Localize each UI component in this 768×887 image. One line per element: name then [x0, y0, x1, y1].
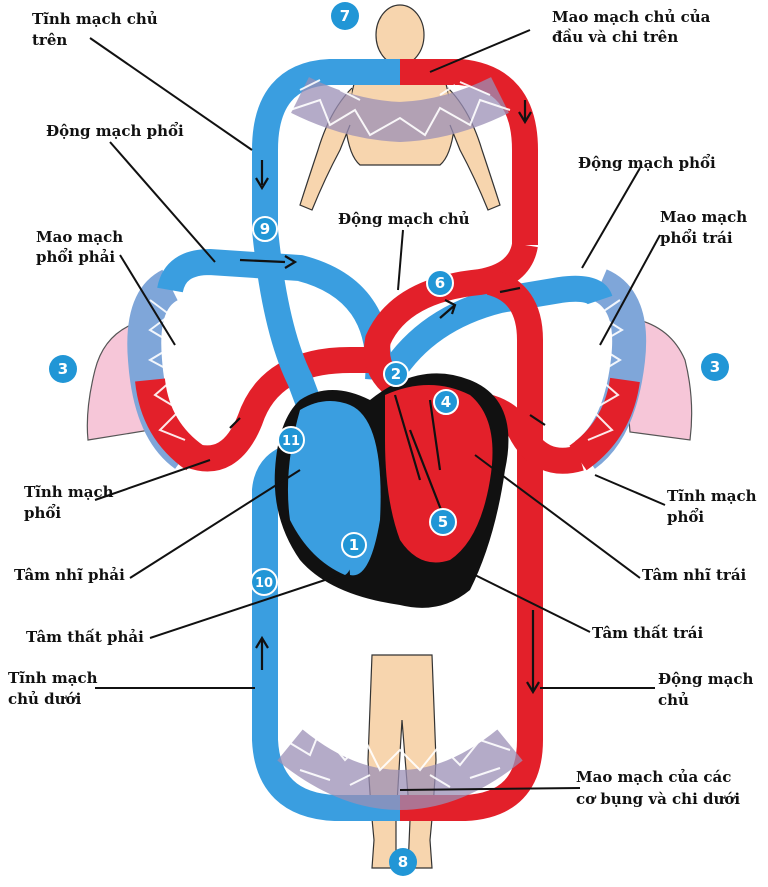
- badge-3-left: 3: [49, 355, 77, 383]
- svg-text:7: 7: [340, 7, 350, 25]
- heart: [274, 373, 509, 608]
- label-lung-caps-right-1: Mao mạch: [36, 228, 123, 246]
- label-lower-caps-1: Mao mạch của các: [576, 768, 731, 786]
- badge-8: 8: [389, 848, 417, 876]
- badge-6: 6: [426, 269, 454, 297]
- svg-text:1: 1: [349, 536, 359, 554]
- label-rv: Tâm thất phải: [26, 628, 144, 646]
- label-svc-1: Tĩnh mạch chủ: [32, 10, 158, 28]
- label-svc-2: trên: [32, 31, 67, 49]
- svg-text:3: 3: [58, 360, 68, 378]
- svg-text:10: 10: [255, 576, 273, 591]
- label-aorta-top: Động mạch chủ: [338, 210, 470, 228]
- svg-text:9: 9: [260, 220, 270, 238]
- svg-text:3: 3: [710, 358, 720, 376]
- label-lung-caps-left-1: Mao mạch: [660, 208, 747, 226]
- badge-3-right: 3: [701, 353, 729, 381]
- badge-2: 2: [383, 361, 409, 387]
- label-ivc-1: Tĩnh mạch: [8, 669, 98, 687]
- label-lung-caps-right-2: phổi phải: [36, 248, 115, 266]
- number-badges: 1 2 3 3 4 5 6 7 8 9 10 11: [49, 2, 729, 876]
- badge-5: 5: [429, 508, 457, 536]
- right-lung-capillaries: [127, 269, 205, 471]
- label-aorta-bottom-2: chủ: [658, 691, 689, 709]
- label-pv-right-1: Tĩnh mạch: [667, 487, 757, 505]
- label-aorta-bottom-1: Động mạch: [658, 670, 753, 688]
- label-pa-left: Động mạch phổi: [46, 122, 184, 140]
- badge-11: 11: [277, 426, 305, 454]
- label-lower-caps-2: cơ bụng và chi dưới: [576, 790, 740, 808]
- label-pv-left-1: Tĩnh mạch: [24, 483, 114, 501]
- label-lv: Tâm thất trái: [592, 624, 704, 642]
- label-pv-left-2: phổi: [24, 504, 61, 522]
- svg-text:4: 4: [441, 393, 451, 411]
- text-labels: Tĩnh mạch chủ trên Mao mạch chủ của đầu …: [8, 8, 757, 808]
- svg-text:8: 8: [398, 853, 408, 871]
- flow-arrows: [229, 100, 546, 695]
- label-la: Tâm nhĩ trái: [642, 566, 747, 584]
- badge-7: 7: [331, 2, 359, 30]
- svg-text:5: 5: [438, 513, 448, 531]
- svg-text:6: 6: [435, 274, 445, 292]
- badge-9: 9: [252, 216, 278, 242]
- label-pv-right-2: phổi: [667, 508, 704, 526]
- label-pa-right: Động mạch phổi: [578, 154, 716, 172]
- label-ivc-2: chủ dưới: [8, 690, 82, 708]
- leader-lines: [89, 29, 666, 791]
- upper-capillary-loop: [252, 59, 538, 245]
- label-lung-caps-left-2: phổi trái: [660, 229, 733, 247]
- badge-10: 10: [250, 568, 278, 596]
- badge-1: 1: [341, 532, 367, 558]
- label-head-caps-1: Mao mạch chủ của: [552, 8, 711, 26]
- badge-4: 4: [433, 389, 459, 415]
- label-head-caps-2: đầu và chi trên: [552, 28, 678, 46]
- svg-text:11: 11: [282, 434, 300, 449]
- left-lung-capillaries: [569, 269, 647, 471]
- svg-text:2: 2: [391, 365, 401, 383]
- label-ra: Tâm nhĩ phải: [14, 566, 125, 584]
